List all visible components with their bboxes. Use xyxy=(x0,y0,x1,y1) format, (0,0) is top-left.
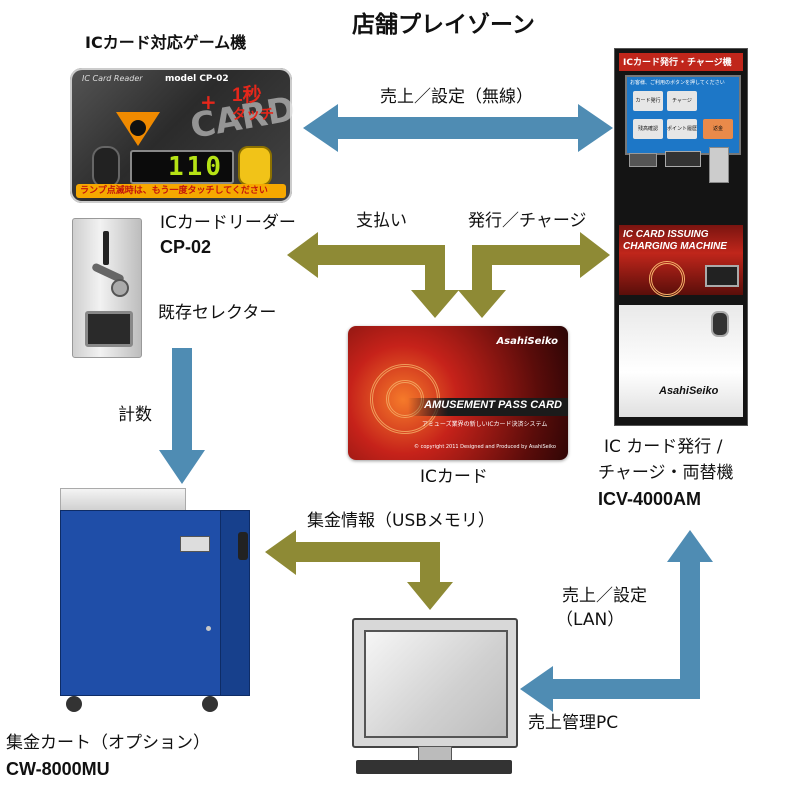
kiosk-bill-slot-icon xyxy=(665,151,701,167)
selector-name: 既存セレクター xyxy=(158,303,277,323)
coin-knob-icon[interactable] xyxy=(111,279,129,297)
coin-return-icon xyxy=(85,311,133,347)
kiosk-btn-points[interactable]: ポイント履歴 xyxy=(667,119,697,139)
pc-monitor-screen xyxy=(364,630,508,738)
card-brand: AsahiSeiko xyxy=(496,336,558,347)
kiosk-card-slot-icon xyxy=(629,153,657,167)
card-copyright: © copyright 2011 Designed and Produced b… xyxy=(414,444,556,450)
arrow-issue-charge xyxy=(458,232,610,318)
flow-label-payment: 支払い xyxy=(356,211,407,231)
cart-model: CW-8000MU xyxy=(6,759,110,779)
kiosk-device: ICカード発行・チャージ機 お客様、ご利用のボタンを押してください カード発行 … xyxy=(614,48,748,426)
arrow-count xyxy=(159,348,205,484)
kiosk-screen-prompt: お客様、ご利用のボタンを押してください xyxy=(630,80,725,86)
coin-slot-icon xyxy=(103,231,109,265)
kiosk-btn-issue[interactable]: カード発行 xyxy=(633,91,663,111)
card-face-title: AMUSEMENT PASS CARD xyxy=(424,399,562,411)
kiosk-lock-icon xyxy=(711,311,729,337)
flow-label-sales-lan-line2: （LAN） xyxy=(556,610,625,630)
cart-name: 集金カート（オプション） xyxy=(6,733,210,753)
card-title-band: AMUSEMENT PASS CARD xyxy=(408,398,568,416)
cart-glass-top xyxy=(60,488,186,512)
pc-monitor-device xyxy=(352,618,518,786)
flow-label-collection: 集金情報（USBメモリ） xyxy=(307,511,495,531)
kiosk-panel-line2: CHARGING MACHINE xyxy=(623,241,727,252)
arrow-sales-wireless xyxy=(303,104,613,152)
kiosk-panel-rings-icon xyxy=(649,261,685,297)
kiosk-btn-charge[interactable]: チャージ xyxy=(667,91,697,111)
reader-button-icon[interactable] xyxy=(238,146,272,186)
ic-card-image: AsahiSeiko AMUSEMENT PASS CARD アミューズ業界の新… xyxy=(348,326,568,460)
kiosk-panel-line1: IC CARD ISSUING xyxy=(623,229,709,240)
cart-lock-icon xyxy=(206,626,211,631)
reader-display-digits: 110 xyxy=(168,152,224,182)
cart-handle-icon[interactable] xyxy=(238,532,248,560)
arrow-sales-lan xyxy=(520,530,713,712)
flow-label-sales-lan-line1: 売上／設定 xyxy=(562,586,647,606)
flow-label-count: 計数 xyxy=(118,405,152,425)
kiosk-model: ICV-4000AM xyxy=(598,489,702,509)
arrow-collection xyxy=(265,530,453,610)
kiosk-header: ICカード発行・チャージ機 xyxy=(619,53,743,71)
page-title: 店舗プレイゾーン xyxy=(352,12,535,38)
reader-touch-text: タッチ xyxy=(232,107,274,123)
reader-model: CP-02 xyxy=(160,237,212,257)
kiosk-panel-dispenser-icon xyxy=(705,265,739,287)
reader-brand-label: IC Card Reader xyxy=(82,74,143,83)
arrow-payment xyxy=(287,232,459,318)
kiosk-lower-panel: AsahiSeiko xyxy=(619,305,743,417)
reader-one-second-badge: 1秒 タッチ xyxy=(220,78,284,130)
kiosk-btn-balance[interactable]: 残高確認 xyxy=(633,119,663,139)
reader-display: 110 xyxy=(130,150,234,184)
reader-model-tag: model CP-02 xyxy=(165,74,229,84)
kiosk-brand: AsahiSeiko xyxy=(659,385,719,397)
coin-selector-device xyxy=(72,218,142,358)
kiosk-name-line2: チャージ・両替機 xyxy=(598,463,734,483)
kiosk-btn-refund[interactable]: 返金 xyxy=(703,119,733,139)
kiosk-header-text: ICカード発行・チャージ機 xyxy=(623,58,732,68)
reader-name: ICカードリーダー xyxy=(160,213,296,233)
reader-warning-strip: ランプ点滅時は、もう一度タッチしてください xyxy=(76,184,286,198)
cart-slot-icon xyxy=(180,536,210,552)
card-face-subtitle: アミューズ業界の新しいICカード決済システム xyxy=(422,421,548,428)
card-name: ICカード xyxy=(420,467,488,487)
reader-plus-mark: + xyxy=(200,90,217,114)
flow-label-sales-wireless: 売上／設定（無線） xyxy=(380,87,533,107)
reader-warning-text: ランプ点滅時は、もう一度タッチしてください xyxy=(80,186,268,196)
collection-cart-device xyxy=(56,488,252,718)
reader-one-second-text: 1秒 xyxy=(232,85,262,106)
reader-left-slot-icon xyxy=(92,146,120,188)
pc-name: 売上管理PC xyxy=(528,713,619,733)
cart-wheel-left-icon xyxy=(66,696,82,712)
pc-monitor-base xyxy=(356,760,512,774)
flow-label-issue-charge: 発行／チャージ xyxy=(468,211,587,231)
card-reader-device: IC Card Reader model CP-02 CARD 1秒 タッチ +… xyxy=(70,68,298,203)
reader-sensor-icon xyxy=(130,120,146,136)
kiosk-name-line1: IC カード発行 / xyxy=(604,437,723,457)
game-machine-caption: ICカード対応ゲーム機 xyxy=(85,33,247,52)
cart-wheel-right-icon xyxy=(202,696,218,712)
kiosk-screen[interactable]: お客様、ご利用のボタンを押してください カード発行 チャージ 残高確認 ポイント… xyxy=(625,75,741,155)
kiosk-coin-icon xyxy=(709,147,729,183)
kiosk-panel: IC CARD ISSUING CHARGING MACHINE xyxy=(619,225,743,297)
